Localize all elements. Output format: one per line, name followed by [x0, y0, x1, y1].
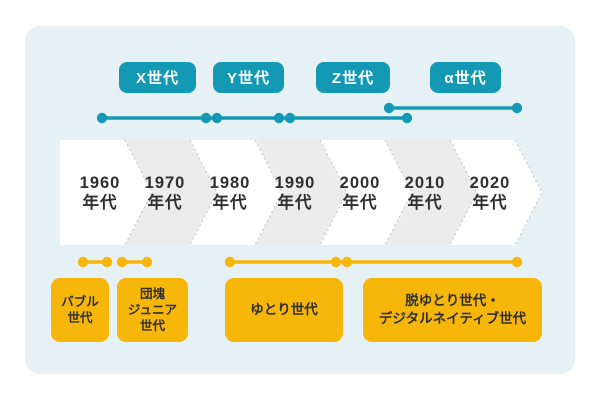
generation-span-bottom-dot [511, 256, 523, 268]
generation-badge-alpha: α世代 [430, 62, 501, 93]
generation-span-top-dot [200, 112, 212, 124]
generation-box-yutori: ゆとり世代 [225, 278, 343, 342]
decade-chevrons [60, 140, 542, 245]
generation-span-bottom-dot [116, 256, 128, 268]
generation-badge-x: X世代 [119, 62, 196, 93]
decade-year: 2020 [470, 174, 511, 192]
generation-box-line: 世代 [67, 311, 93, 325]
generation-box-line: ジュニア [127, 302, 178, 317]
decade-chevron-1960 [60, 140, 152, 245]
generation-span-top-dot [284, 112, 296, 124]
generation-span-top-dot [401, 112, 413, 124]
generation-span-top-dot [96, 112, 108, 124]
generation-box-post-yutori-digital-native: 脱ゆとり世代・ デジタルネイティブ世代 [363, 278, 542, 342]
decade-chevron-1970 [125, 140, 217, 245]
generation-box-dankai-junior: 団塊 ジュニア 世代 [117, 278, 188, 342]
decade-year: 1970 [145, 174, 186, 192]
decade-suffix: 年代 [148, 192, 183, 212]
generation-span-bottom-dot [224, 256, 236, 268]
decade-suffix: 年代 [343, 192, 378, 212]
generation-span-top-dot [273, 112, 285, 124]
generation-span-bottom-dot [101, 256, 113, 268]
decade-suffix: 年代 [473, 192, 508, 212]
generation-box-line: ゆとり世代 [250, 302, 318, 318]
decade-year: 2000 [340, 174, 381, 192]
decade-chevron-2000 [320, 140, 412, 245]
timeline-spans [77, 102, 523, 268]
generation-span-bottom-dot [77, 256, 89, 268]
decade-chevron-2020 [450, 140, 542, 245]
decade-chevron-1990 [255, 140, 347, 245]
generation-box-bubble: バブル 世代 [51, 278, 109, 342]
generation-span-top-dot [211, 112, 223, 124]
generation-badge-z: Z世代 [316, 62, 390, 93]
decade-chevron-2010 [385, 140, 477, 245]
generation-span-top-dot [383, 102, 395, 114]
decade-year: 1990 [275, 174, 316, 192]
generation-box-line: バブル [61, 294, 99, 309]
generation-span-top-dot [511, 102, 523, 114]
generation-box-line: 世代 [139, 319, 165, 334]
decade-suffix: 年代 [83, 192, 118, 212]
generation-span-bottom-dot [330, 256, 342, 268]
generation-box-line: 団塊 [139, 286, 165, 301]
generation-box-line: デジタルネイティブ世代 [378, 311, 527, 326]
generation-box-line: 脱ゆとり世代・ [405, 293, 500, 309]
decade-suffix: 年代 [408, 192, 443, 212]
decade-year: 1960 [80, 174, 121, 192]
decade-chevron-1980 [190, 140, 282, 245]
generation-span-bottom-dot [341, 256, 353, 268]
decade-suffix: 年代 [213, 192, 248, 212]
generation-span-bottom-dot [141, 256, 153, 268]
generation-badge-y: Y世代 [213, 62, 284, 93]
decade-year: 2010 [405, 174, 446, 192]
decade-suffix: 年代 [278, 192, 313, 212]
decade-year: 1980 [210, 174, 251, 192]
